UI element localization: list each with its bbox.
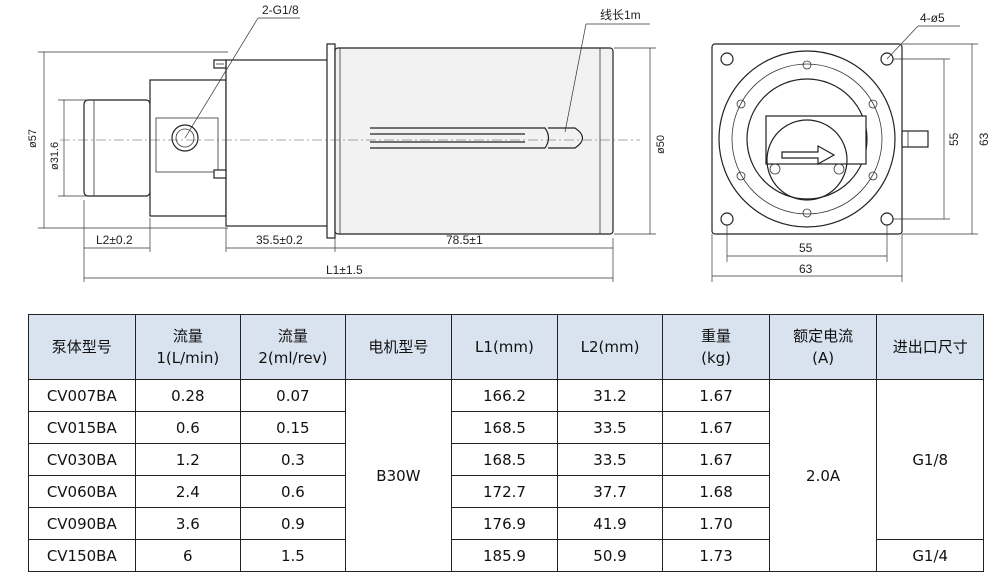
- label-55h: 55: [799, 241, 813, 255]
- cell-l2: 33.5: [556, 411, 664, 444]
- cell-flow1: 6: [134, 539, 242, 572]
- label-port: 2-G1/8: [262, 3, 299, 17]
- cell-model: CV007BA: [28, 379, 136, 412]
- front-view: 4-ø5 55 63 55 63: [711, 11, 991, 282]
- mount-hole: [720, 52, 734, 66]
- cell-motor: B30W: [344, 379, 453, 572]
- cell-weight: 1.68: [662, 475, 770, 508]
- header-current: 额定电流(A): [768, 314, 878, 380]
- motor-flange: [225, 59, 331, 227]
- cell-l1: 166.2: [451, 379, 558, 412]
- cell-model: CV030BA: [28, 443, 136, 476]
- label-l1: L1±1.5: [326, 263, 363, 277]
- cell-flow1: 0.6: [134, 411, 242, 444]
- label-63v: 63: [977, 132, 991, 146]
- cell-l2: 33.5: [556, 443, 664, 476]
- cell-port-size: G1/8: [876, 379, 984, 540]
- pump-body: [149, 79, 227, 217]
- header-motor: 电机型号: [344, 314, 453, 380]
- cell-flow1: 0.28: [134, 379, 242, 412]
- header-port-size: 进出口尺寸: [876, 314, 984, 380]
- table-row: CV015BA 0.6 0.15 168.5 33.5 1.67: [28, 411, 984, 444]
- label-l2: L2±0.2: [96, 233, 133, 247]
- side-view: ø57 ø31.6 ø50 2-G1/8 线长1m L2±0.2 35.5±0.…: [27, 3, 667, 282]
- header-weight: 重量(kg): [662, 314, 770, 380]
- pump-dimension-drawing: ø57 ø31.6 ø50 2-G1/8 线长1m L2±0.2 35.5±0.…: [27, 3, 991, 282]
- label-63h: 63: [799, 262, 813, 276]
- flow-arrow-icon: [781, 144, 836, 166]
- cell-flow2: 0.9: [240, 507, 346, 540]
- cell-l2: 41.9: [556, 507, 664, 540]
- cell-flow1: 2.4: [134, 475, 242, 508]
- cell-flow1: 1.2: [134, 443, 242, 476]
- cell-l1: 172.7: [451, 475, 558, 508]
- front-inner-circle: [766, 119, 848, 201]
- cell-l1: 168.5: [451, 443, 558, 476]
- label-holes: 4-ø5: [920, 11, 945, 25]
- port-circle: [171, 124, 199, 152]
- cell-weight: 1.70: [662, 507, 770, 540]
- cell-l1: 185.9: [451, 539, 558, 572]
- header-model: 泵体型号: [28, 314, 136, 380]
- cell-flow1: 3.6: [134, 507, 242, 540]
- cell-weight: 1.67: [662, 443, 770, 476]
- cell-flow2: 0.15: [240, 411, 346, 444]
- motor-body: [334, 47, 614, 235]
- label-cable: 线长1m: [600, 8, 641, 22]
- cell-l2: 37.7: [556, 475, 664, 508]
- label-55v: 55: [947, 132, 961, 146]
- header-l1: L1(mm): [451, 314, 558, 380]
- cell-model: CV015BA: [28, 411, 136, 444]
- cell-weight: 1.67: [662, 411, 770, 444]
- cell-flow2: 1.5: [240, 539, 346, 572]
- cell-flow2: 0.6: [240, 475, 346, 508]
- cell-flow2: 0.3: [240, 443, 346, 476]
- cell-weight: 1.67: [662, 379, 770, 412]
- cell-model: CV150BA: [28, 539, 136, 572]
- cell-model: CV060BA: [28, 475, 136, 508]
- label-d50: ø50: [655, 135, 667, 154]
- table-row: CV007BA 0.28 0.07 B30W 166.2 31.2 1.67 2…: [28, 379, 984, 572]
- table-row: CV150BA 6 1.5 185.9 50.9 1.73 G1/4: [28, 539, 984, 572]
- label-d57: ø57: [27, 129, 39, 148]
- cell-weight: 1.73: [662, 539, 770, 572]
- cell-current: 2.0A: [768, 379, 878, 572]
- cell-l2: 50.9: [556, 539, 664, 572]
- label-355: 35.5±0.2: [256, 233, 303, 247]
- label-d316: ø31.6: [49, 142, 61, 170]
- cell-l1: 168.5: [451, 411, 558, 444]
- cell-flow2: 0.07: [240, 379, 346, 412]
- header-l2: L2(mm): [556, 314, 664, 380]
- cell-model: CV090BA: [28, 507, 136, 540]
- table-row: CV090BA 3.6 0.9 176.9 41.9 1.70: [28, 507, 984, 540]
- cell-l2: 31.2: [556, 379, 664, 412]
- label-785: 78.5±1: [446, 233, 483, 247]
- cable: [370, 127, 525, 149]
- table-row: CV060BA 2.4 0.6 172.7 37.7 1.68: [28, 475, 984, 508]
- cell-l1: 176.9: [451, 507, 558, 540]
- cell-port-size: G1/4: [876, 539, 984, 572]
